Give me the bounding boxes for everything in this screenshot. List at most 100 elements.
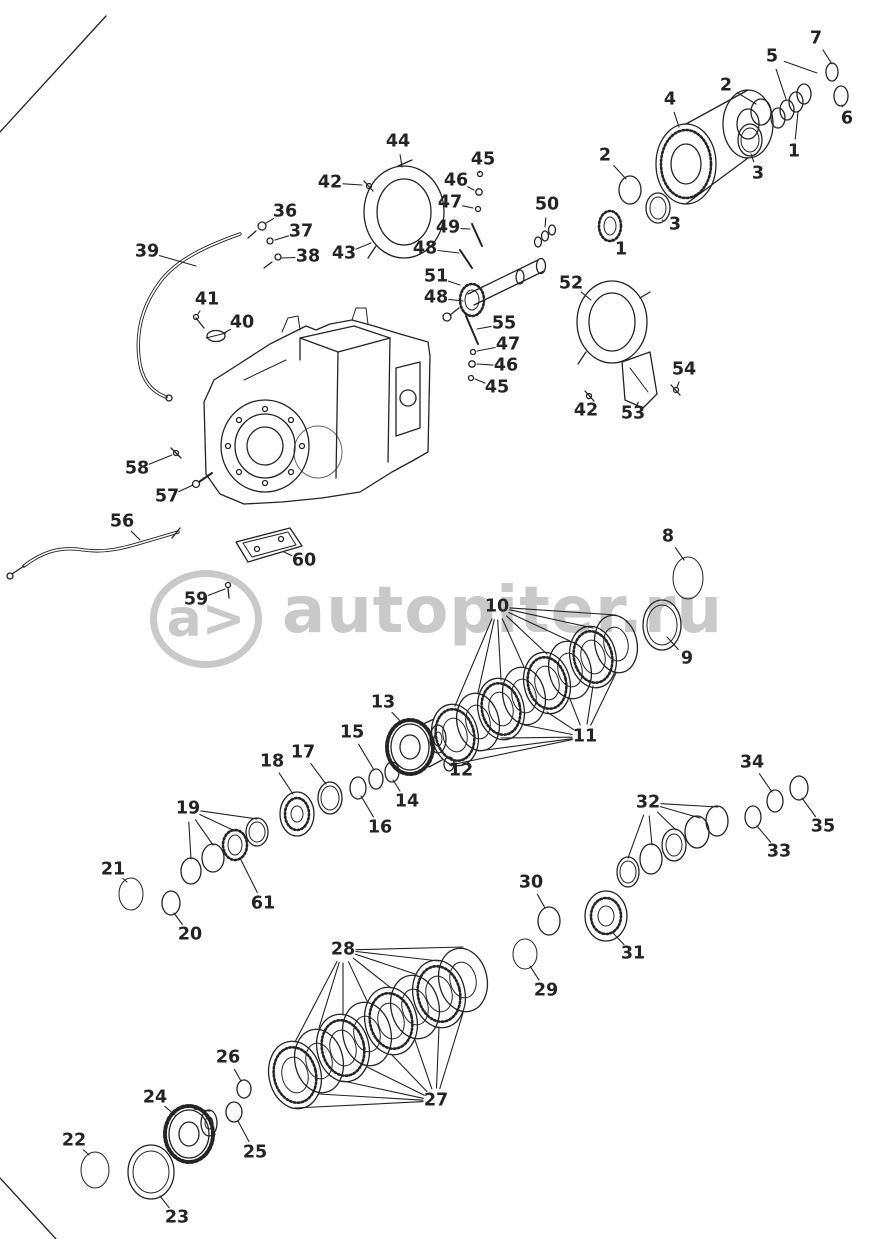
leader-line: [758, 773, 773, 793]
oil-pipe-56-drawing: [6, 527, 181, 580]
leader-line: [467, 186, 475, 191]
leader-line: [476, 363, 494, 366]
leader-line: [497, 619, 502, 681]
leader-line: [613, 165, 627, 180]
part-label-4: 4: [663, 89, 677, 110]
retainer-rings-top-right: [597, 62, 849, 243]
leader-line: [674, 547, 685, 561]
leader-line: [159, 1195, 170, 1209]
leader-line: [233, 1068, 242, 1082]
leader-lines: [82, 49, 844, 1209]
leader-line: [207, 588, 226, 596]
sun-gear-13-drawing: [385, 718, 455, 776]
leader-line: [508, 611, 571, 642]
part-label-37: 37: [288, 221, 314, 242]
part-label-50: 50: [534, 194, 560, 215]
leader-line: [414, 1039, 433, 1090]
part-label-49: 49: [435, 217, 461, 238]
leader-line: [569, 698, 581, 726]
part-label-59: 59: [183, 589, 209, 610]
leader-line: [366, 1066, 425, 1096]
leader-line: [122, 877, 128, 883]
leader-line: [841, 104, 844, 108]
leader-line: [399, 154, 403, 168]
leader-line: [437, 249, 460, 254]
small-fasteners-top: [459, 170, 557, 269]
leader-line: [659, 806, 701, 819]
leader-line: [281, 256, 296, 259]
gear-24-drawing: [163, 1079, 252, 1164]
leader-line: [586, 685, 594, 725]
part-label-3: 3: [751, 163, 765, 184]
leader-line: [158, 255, 197, 267]
leader-line: [354, 953, 416, 975]
watermark-text: autopiter.ru: [282, 574, 723, 648]
part-label-25: 25: [242, 1142, 268, 1163]
part-label-17: 17: [290, 742, 316, 763]
part-label-16: 16: [367, 817, 393, 838]
part-label-42: 42: [317, 172, 343, 193]
leader-line: [294, 1101, 424, 1109]
leader-line: [274, 235, 290, 241]
part-label-45: 45: [484, 377, 510, 398]
part-label-41: 41: [194, 289, 220, 310]
rings-22-23-drawing: [80, 1144, 175, 1200]
leader-line: [355, 950, 440, 962]
part-label-21: 21: [100, 859, 126, 880]
part-label-46: 46: [493, 355, 519, 376]
part-label-29: 29: [533, 980, 559, 1001]
leader-line: [352, 957, 392, 989]
leader-line: [164, 1105, 176, 1116]
leader-line: [509, 609, 594, 629]
pipe-fittings-drawing: [247, 221, 282, 269]
leader-line: [656, 811, 677, 831]
leader-line: [477, 619, 495, 694]
part-label-33: 33: [766, 841, 792, 862]
part-label-32: 32: [635, 792, 661, 813]
leader-line: [454, 618, 493, 707]
leader-line: [462, 205, 474, 209]
part-label-55: 55: [491, 313, 517, 334]
part-label-9: 9: [680, 648, 694, 669]
leader-line: [505, 615, 548, 655]
leader-line: [736, 92, 757, 105]
part-label-26: 26: [215, 1047, 241, 1068]
leader-line: [476, 325, 492, 330]
part-label-2: 2: [719, 75, 733, 96]
leader-line: [544, 217, 547, 228]
leader-line: [239, 857, 258, 893]
part-label-27: 27: [423, 1090, 449, 1111]
leader-line: [294, 960, 338, 1043]
part-label-44: 44: [385, 131, 411, 152]
part-label-12: 12: [448, 760, 474, 781]
gasket-60-drawing: [235, 527, 303, 563]
bearing-31-drawing: [512, 890, 628, 970]
leader-line: [310, 762, 327, 785]
part-label-34: 34: [739, 752, 765, 773]
part-label-40: 40: [229, 312, 255, 333]
leader-line: [523, 724, 573, 736]
part-label-51: 51: [423, 266, 449, 287]
part-label-58: 58: [124, 458, 150, 479]
part-label-11: 11: [572, 726, 598, 747]
leader-line: [676, 381, 680, 388]
leader-line: [477, 738, 573, 752]
leader-line: [130, 530, 141, 541]
part-label-20: 20: [177, 924, 203, 945]
part-label-46: 46: [443, 170, 469, 191]
leader-line: [501, 618, 525, 668]
rings-8-9-drawing: [642, 556, 704, 651]
leader-line: [342, 183, 363, 186]
part-label-31: 31: [620, 943, 646, 964]
leader-line: [173, 912, 183, 926]
part-label-60: 60: [291, 550, 317, 571]
part-label-3: 3: [668, 214, 682, 235]
part-label-14: 14: [394, 791, 420, 812]
leader-line: [197, 310, 201, 315]
leader-line: [347, 961, 368, 1002]
part-label-13: 13: [370, 692, 396, 713]
leader-line: [666, 636, 679, 650]
part-label-36: 36: [272, 201, 298, 222]
